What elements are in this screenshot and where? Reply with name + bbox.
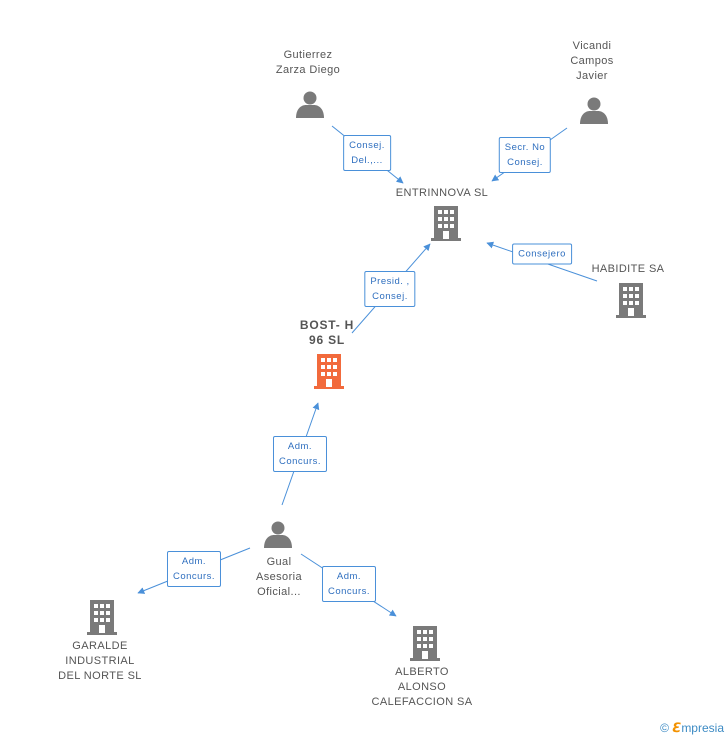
edge-label-vicandi-entrinnova[interactable]: Secr. No Consej. [498, 137, 552, 173]
person-icon-gutierrez[interactable] [295, 89, 325, 119]
edge-label-gual-alberto[interactable]: Adm. Concurs. [321, 566, 377, 602]
brand-logo-letter: ℇ [672, 720, 682, 735]
edge-label-habidite-entrinnova[interactable]: Consejero [512, 243, 572, 265]
person-icon-gual[interactable] [263, 519, 293, 549]
edge-label-gual-garalde[interactable]: Adm. Concurs. [166, 551, 222, 587]
building-icon-alberto[interactable] [410, 626, 440, 661]
edge-label-gual-bost[interactable]: Adm. Concurs. [272, 436, 328, 472]
copyright-symbol: © [660, 721, 669, 735]
edge-label-bost-entrinnova[interactable]: Presid. , Consej. [364, 271, 416, 307]
node-label-habidite[interactable]: HABIDITE SA [591, 263, 665, 275]
edge-label-gutierrez-entrinnova[interactable]: Consej. Del.,... [343, 135, 391, 171]
building-icon-habidite[interactable] [616, 283, 646, 318]
node-label-entrinnova[interactable]: ENTRINNOVA SL [395, 187, 489, 199]
node-label-vicandi[interactable]: Vicandi Campos Javier [570, 40, 614, 82]
building-icon-garalde[interactable] [87, 600, 117, 635]
person-icon-vicandi[interactable] [579, 95, 609, 125]
building-icon-entrinnova[interactable] [431, 206, 461, 241]
node-label-gual[interactable]: Gual Asesoria Oficial... [256, 556, 302, 598]
brand-name: mpresia [681, 721, 724, 735]
building-icon-bost-main[interactable] [314, 354, 344, 389]
node-label-bost[interactable]: BOST- H 96 SL [299, 318, 355, 347]
node-label-gutierrez[interactable]: Gutierrez Zarza Diego [275, 49, 341, 76]
brand-watermark: © ℇmpresia [660, 720, 724, 736]
node-label-alberto[interactable]: ALBERTO ALONSO CALEFACCION SA [371, 666, 473, 708]
node-label-garalde[interactable]: GARALDE INDUSTRIAL DEL NORTE SL [58, 640, 142, 682]
